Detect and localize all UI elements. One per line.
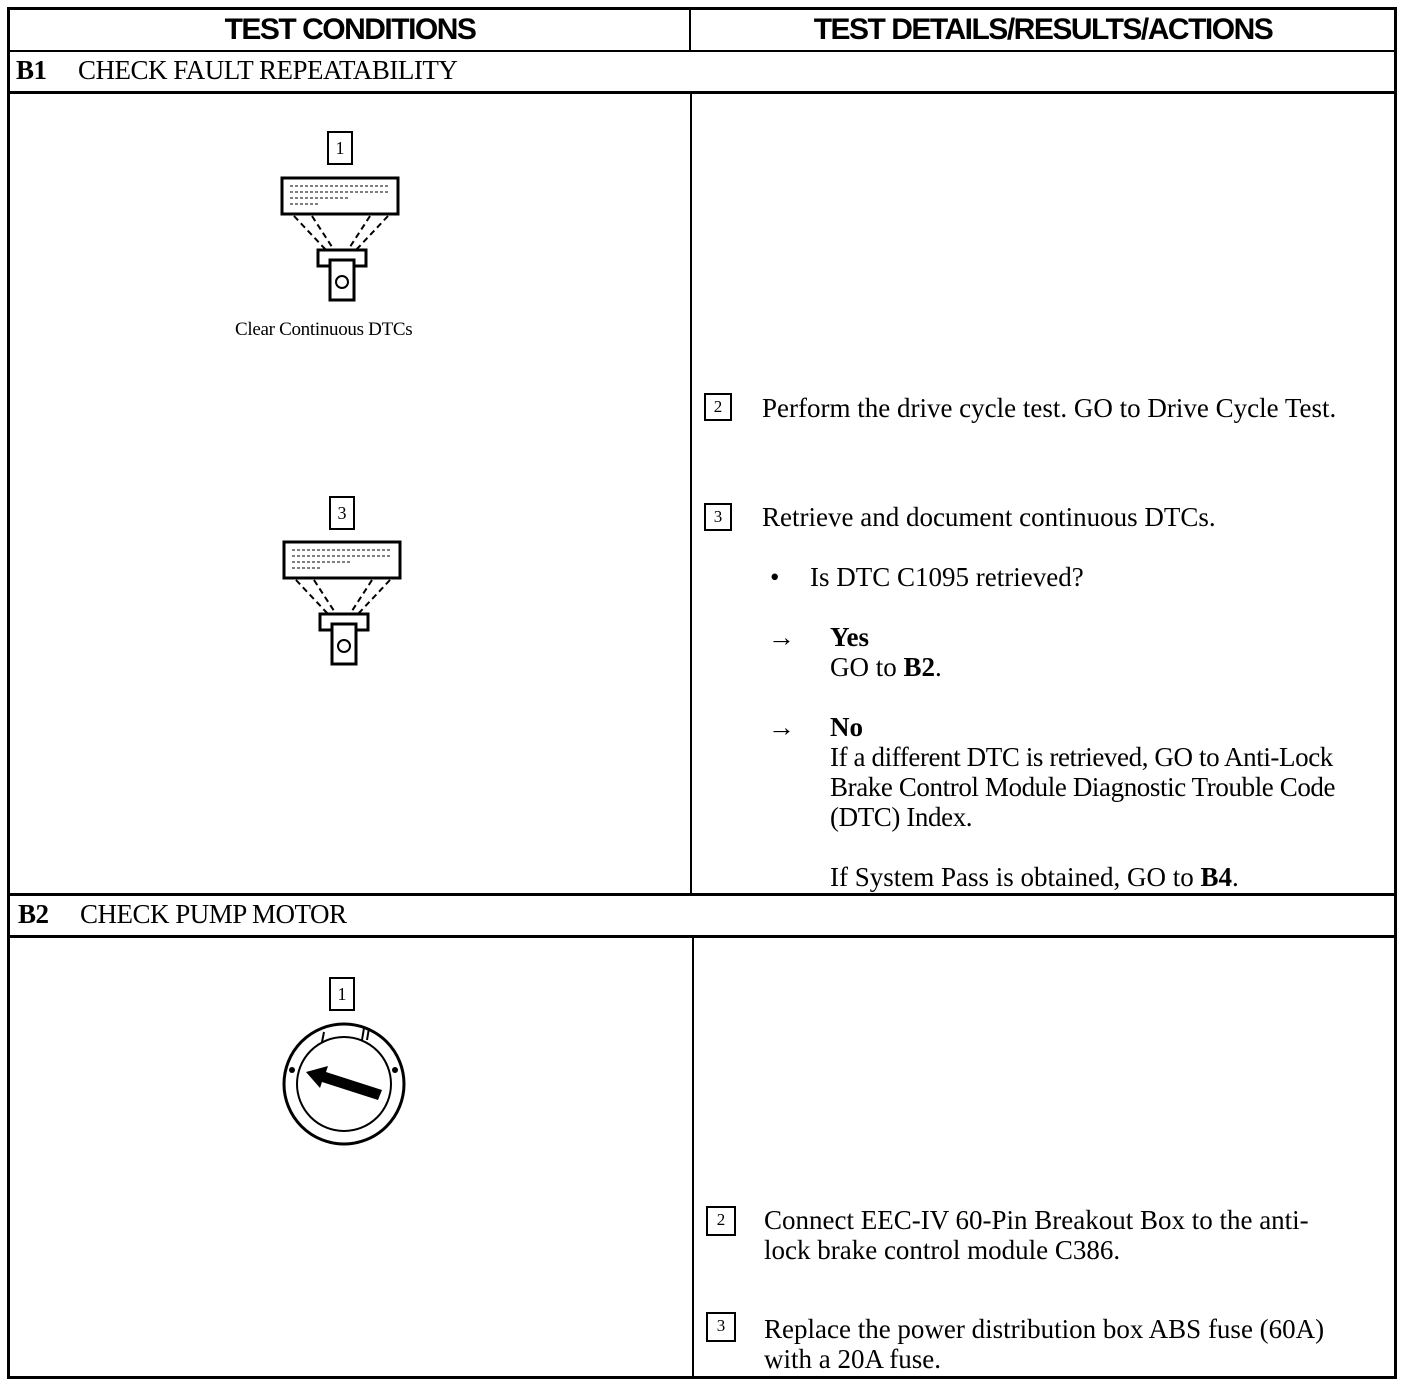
- table-border-bottom: [7, 1376, 1397, 1379]
- b1-step3-text: Retrieve and document continuous DTCs.: [762, 502, 1216, 532]
- ignition-switch-icon: [282, 1022, 406, 1146]
- no-action-2-prefix: If System Pass is obtained, GO to: [830, 862, 1201, 892]
- no-arrow-icon: →: [768, 712, 795, 742]
- b1-step3-number: 3: [704, 503, 732, 531]
- yes-action-link[interactable]: B2: [903, 652, 936, 682]
- table-border-left: [7, 7, 10, 1379]
- table-border-top: [7, 7, 1397, 10]
- b1-code: B1: [16, 55, 47, 85]
- scan-tool-icon: [282, 540, 402, 666]
- yes-arrow-icon: →: [768, 622, 795, 652]
- yes-action-prefix: GO to: [830, 652, 904, 682]
- b2-step3-number: 3: [706, 1312, 736, 1342]
- yes-action-suffix: .: [935, 652, 942, 682]
- b1-bullet-question: Is DTC C1095 retrieved?: [810, 562, 1084, 592]
- header-divider: [7, 50, 1397, 52]
- table-border-right: [1394, 7, 1397, 1379]
- b2-step3-text: Replace the power distribution box ABS f…: [764, 1314, 1325, 1374]
- yes-action: GO to B2.: [830, 652, 942, 682]
- no-action-2-suffix: .: [1232, 862, 1239, 892]
- b1-divider: [7, 91, 1397, 94]
- b2-step2-text: Connect EEC-IV 60-Pin Breakout Box to th…: [764, 1205, 1309, 1265]
- b1-figure3-number: 3: [329, 496, 355, 530]
- no-label: No: [830, 712, 863, 742]
- b1-figure1-caption: Clear Continuous DTCs: [235, 319, 413, 340]
- b2-title: CHECK PUMP MOTOR: [80, 899, 347, 929]
- yes-label: Yes: [830, 622, 869, 652]
- b2-divider: [7, 935, 1397, 938]
- b2-code: B2: [18, 899, 49, 929]
- b1-title: CHECK FAULT REPEATABILITY: [78, 55, 458, 85]
- bullet-dot: •: [770, 562, 780, 592]
- b2-step2-number: 2: [706, 1206, 736, 1236]
- b2-figure1-number: 1: [329, 977, 355, 1011]
- no-action-2: If System Pass is obtained, GO to B4.: [830, 862, 1239, 892]
- column-divider-b1: [690, 91, 692, 895]
- b1-step2-number: 2: [704, 393, 732, 421]
- b2-heading: B2 CHECK PUMP MOTOR: [18, 899, 347, 930]
- no-action-2-link[interactable]: B4: [1200, 862, 1233, 892]
- b1-step2-text: Perform the drive cycle test. GO to Driv…: [762, 393, 1337, 423]
- header-test-details: TEST DETAILS/RESULTS/ACTIONS: [813, 13, 1274, 46]
- scan-tool-icon: [280, 176, 400, 302]
- b1-figure1-number: 1: [327, 131, 353, 165]
- b1-heading: B1 CHECK FAULT REPEATABILITY: [16, 55, 458, 86]
- header-test-conditions: TEST CONDITIONS: [224, 13, 477, 46]
- no-action-1: If a different DTC is retrieved, GO to A…: [830, 742, 1336, 832]
- b2-top-divider: [7, 893, 1397, 896]
- column-divider-header: [689, 7, 691, 52]
- column-divider-b2: [692, 935, 694, 1378]
